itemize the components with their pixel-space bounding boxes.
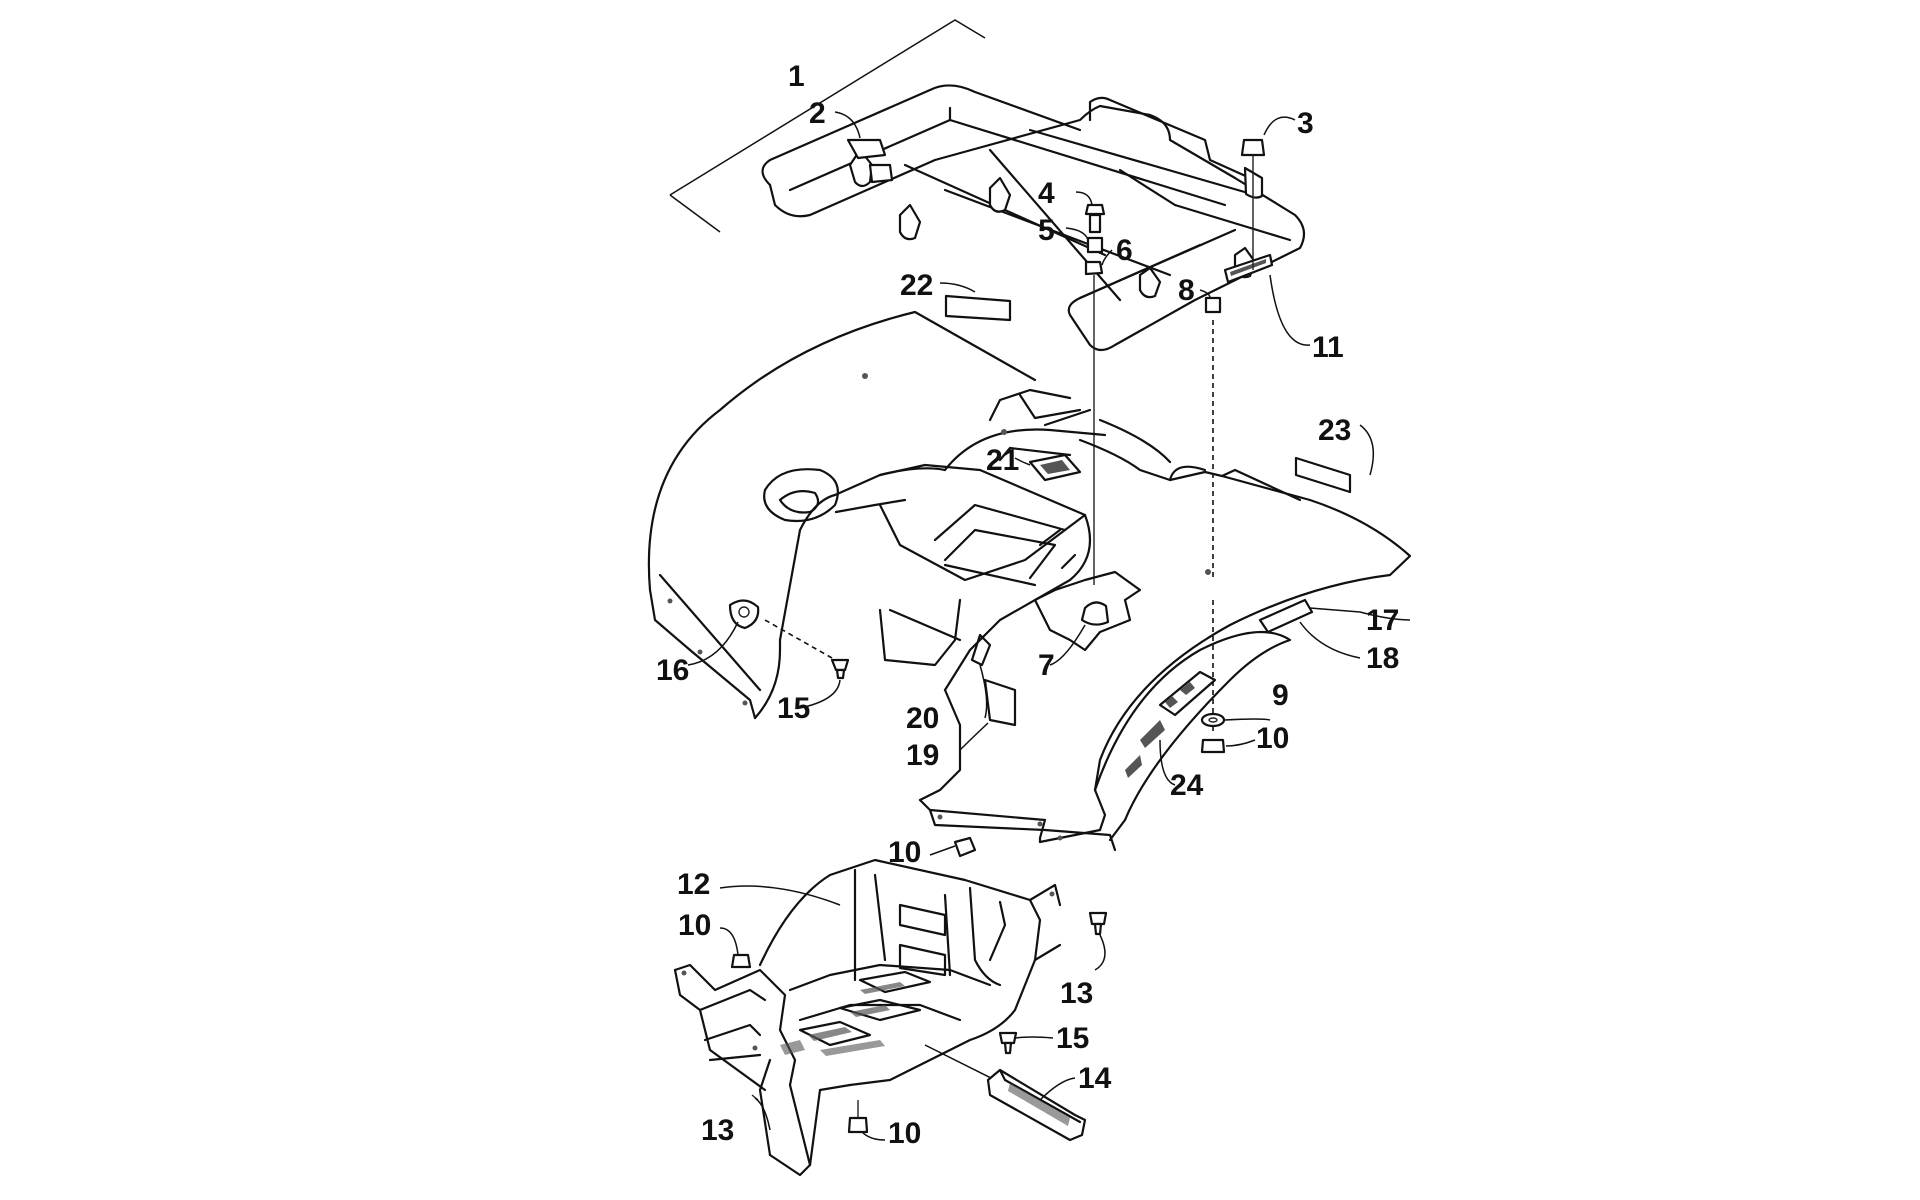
callout-15-fender: 15 bbox=[777, 692, 810, 725]
decal-22 bbox=[944, 294, 1012, 322]
screw-15-step bbox=[998, 1031, 1018, 1055]
footwell bbox=[673, 858, 1062, 1177]
callout-22: 22 bbox=[900, 269, 933, 302]
callout-18: 18 bbox=[1366, 642, 1399, 675]
callout-10-left: 10 bbox=[678, 909, 711, 942]
callout-17: 17 bbox=[1366, 604, 1399, 637]
callout-6: 6 bbox=[1116, 234, 1133, 267]
bolt-8 bbox=[1204, 296, 1222, 735]
rear-rack bbox=[669, 19, 1306, 352]
callout-23: 23 bbox=[1318, 414, 1351, 447]
screw-13-right bbox=[1088, 911, 1108, 936]
callout-15-step: 15 bbox=[1056, 1022, 1089, 1055]
nut-10-right bbox=[1200, 738, 1226, 754]
callout-4: 4 bbox=[1038, 177, 1055, 210]
callout-9: 9 bbox=[1272, 679, 1289, 712]
callout-13-left: 13 bbox=[701, 1114, 734, 1147]
bolt-stack-4-5-6 bbox=[1084, 203, 1106, 585]
callout-20: 20 bbox=[906, 702, 939, 735]
callout-13-right: 13 bbox=[1060, 977, 1093, 1010]
callout-11: 11 bbox=[1312, 331, 1344, 364]
nut-10-footwell-bottom bbox=[847, 1100, 869, 1134]
callout-1: 1 bbox=[788, 60, 805, 93]
callout-5: 5 bbox=[1038, 214, 1055, 247]
push-nut-3 bbox=[1240, 138, 1266, 270]
decal-23 bbox=[1294, 456, 1352, 494]
washer-9 bbox=[1200, 712, 1226, 728]
footrest-14 bbox=[986, 1068, 1087, 1142]
callout-16: 16 bbox=[656, 654, 689, 687]
callout-14: 14 bbox=[1078, 1062, 1112, 1095]
rear-fender bbox=[647, 310, 1412, 852]
callout-19: 19 bbox=[906, 739, 939, 772]
callout-10-right: 10 bbox=[1256, 722, 1289, 755]
callout-12: 12 bbox=[677, 868, 710, 901]
callout-3: 3 bbox=[1297, 107, 1314, 140]
callout-8: 8 bbox=[1178, 274, 1195, 307]
callout-labels: 1 2 3 4 5 6 7 8 9 10 10 10 10 11 12 13 1… bbox=[656, 60, 1399, 1150]
callout-10-bottom: 10 bbox=[888, 1117, 921, 1150]
callout-2: 2 bbox=[809, 97, 826, 130]
leader-lines bbox=[687, 111, 1411, 1141]
callout-21: 21 bbox=[986, 444, 1019, 477]
callout-24: 24 bbox=[1170, 769, 1204, 802]
callout-7: 7 bbox=[1038, 649, 1055, 682]
screw-15-fender bbox=[764, 619, 850, 680]
nut-10-footwell-top bbox=[953, 836, 977, 858]
nut-10-footwell-left bbox=[730, 953, 752, 969]
callout-10-top: 10 bbox=[888, 836, 921, 869]
